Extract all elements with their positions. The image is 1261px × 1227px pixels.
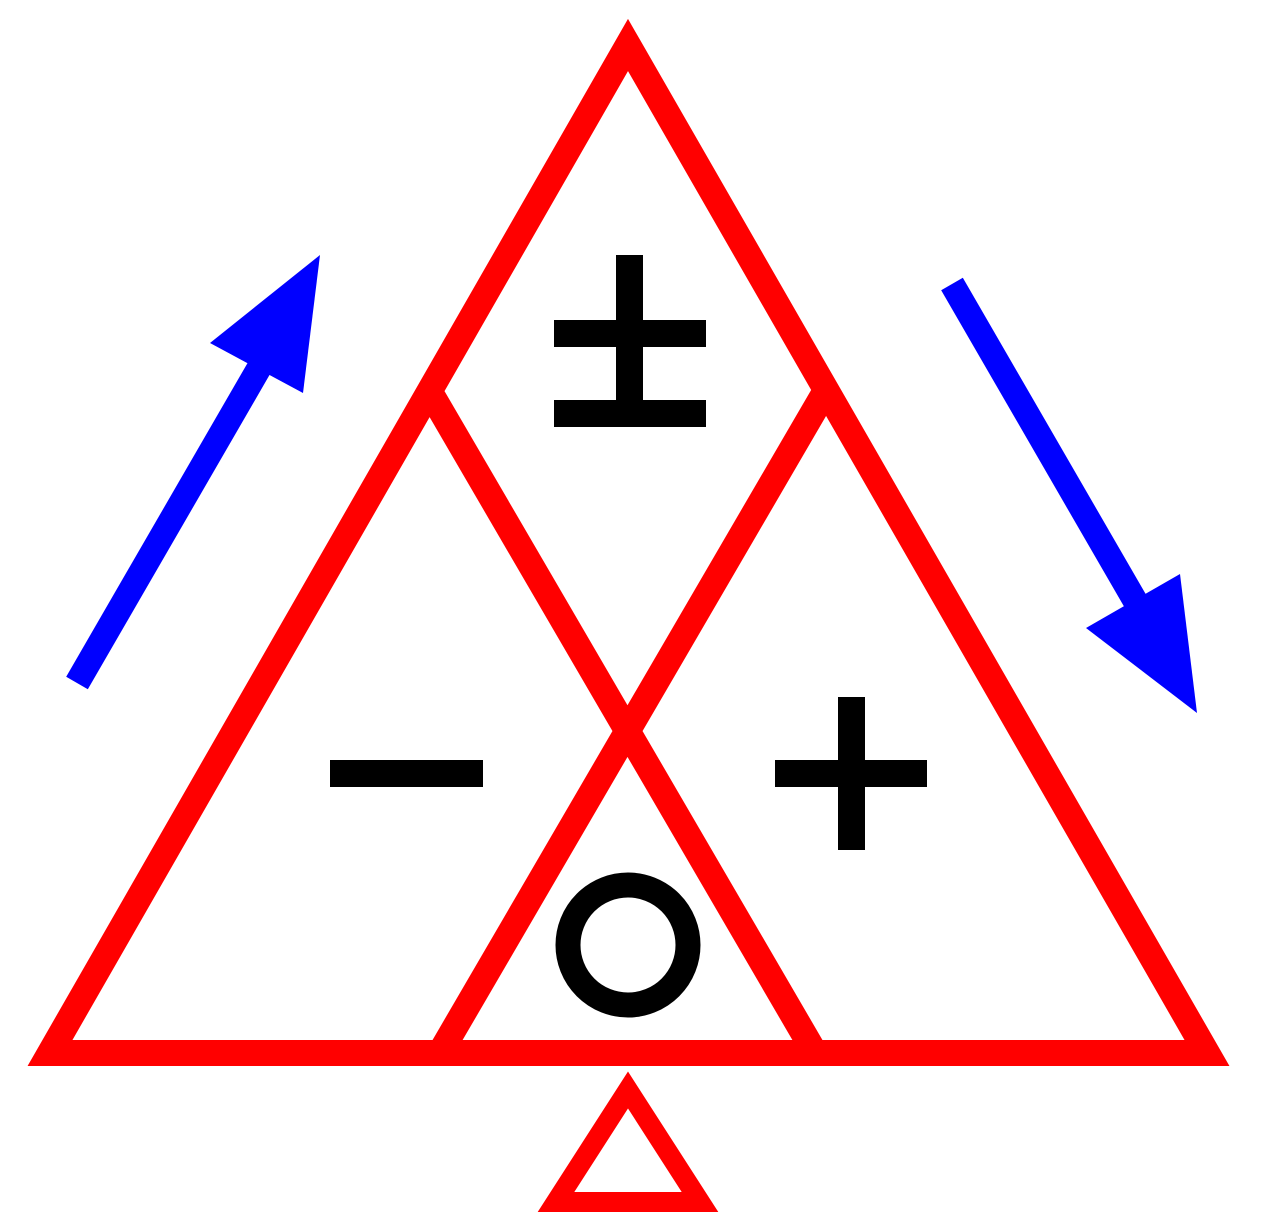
arrow-up-right-icon [66, 255, 320, 690]
plus-minus-sign [554, 255, 706, 427]
plus-sign [775, 697, 927, 850]
minus-sign [330, 760, 483, 787]
circle-sign [555, 872, 701, 1018]
divider-right-to-center [428, 385, 837, 1060]
outer-triangle [27, 18, 1230, 1066]
small-triangle-icon [537, 1071, 719, 1212]
arrow-down-right-icon [941, 277, 1197, 713]
